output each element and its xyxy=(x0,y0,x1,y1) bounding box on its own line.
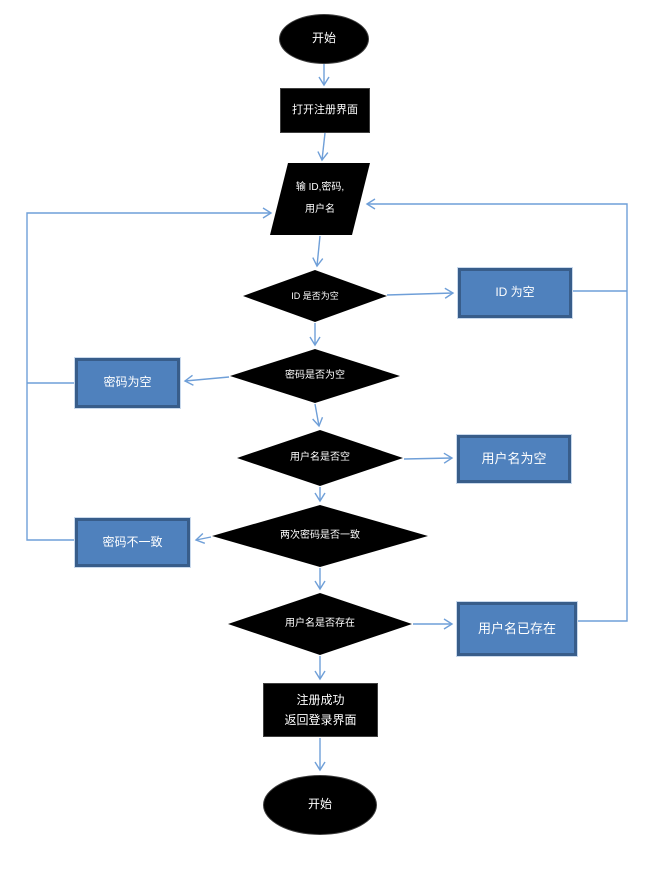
end-terminator: 开始 xyxy=(263,775,377,835)
input-label-line2: 用户名 xyxy=(305,204,335,215)
check-password-label: 密码是否为空 xyxy=(285,370,345,381)
check-id-label: ID 是否为空 xyxy=(291,290,339,301)
check-username-label: 用户名是否空 xyxy=(290,452,350,463)
username-exists-result: 用户名已存在 xyxy=(457,602,577,656)
edge-input-to-check-id xyxy=(312,235,324,268)
id-empty-label: ID 为空 xyxy=(495,285,535,300)
edge-open-to-input xyxy=(317,132,329,162)
edge-right-loop-to-input xyxy=(365,198,628,622)
open-register-process: 打开注册界面 xyxy=(280,88,370,133)
username-exists-label: 用户名已存在 xyxy=(477,620,556,636)
username-empty-result: 用户名为空 xyxy=(457,435,571,483)
password-empty-result: 密码为空 xyxy=(75,358,180,408)
edge-left-loop-to-input xyxy=(26,207,273,541)
edge-check-id-to-id-empty xyxy=(386,287,455,299)
end-label: 开始 xyxy=(307,797,332,812)
success-label-line2: 返回登录界面 xyxy=(284,713,357,727)
username-empty-label: 用户名为空 xyxy=(481,450,547,466)
edge-check-password-to-password-empty xyxy=(183,374,230,386)
success-process: 注册成功 返回登录界面 xyxy=(263,683,378,737)
password-mismatch-result: 密码不一致 xyxy=(75,518,190,567)
password-empty-label: 密码为空 xyxy=(103,375,152,390)
input-io-parallelogram: 输 ID,密码, 用户名 xyxy=(270,163,370,235)
edge-check-username-to-username-empty xyxy=(403,452,454,464)
open-register-label: 打开注册界面 xyxy=(292,103,358,116)
check-password-match-label: 两次密码是否一致 xyxy=(280,530,360,541)
success-label-line1: 注册成功 xyxy=(296,692,345,707)
id-empty-result: ID 为空 xyxy=(458,268,572,318)
start-terminator: 开始 xyxy=(279,14,369,64)
edge-check-password-to-check-username xyxy=(312,403,324,428)
check-username-exists-label: 用户名是否存在 xyxy=(285,618,355,629)
input-label-line1: 输 ID,密码, xyxy=(295,182,345,193)
edge-check-match-to-password-mismatch xyxy=(194,533,212,544)
password-mismatch-label: 密码不一致 xyxy=(102,534,163,549)
start-label: 开始 xyxy=(311,31,336,46)
